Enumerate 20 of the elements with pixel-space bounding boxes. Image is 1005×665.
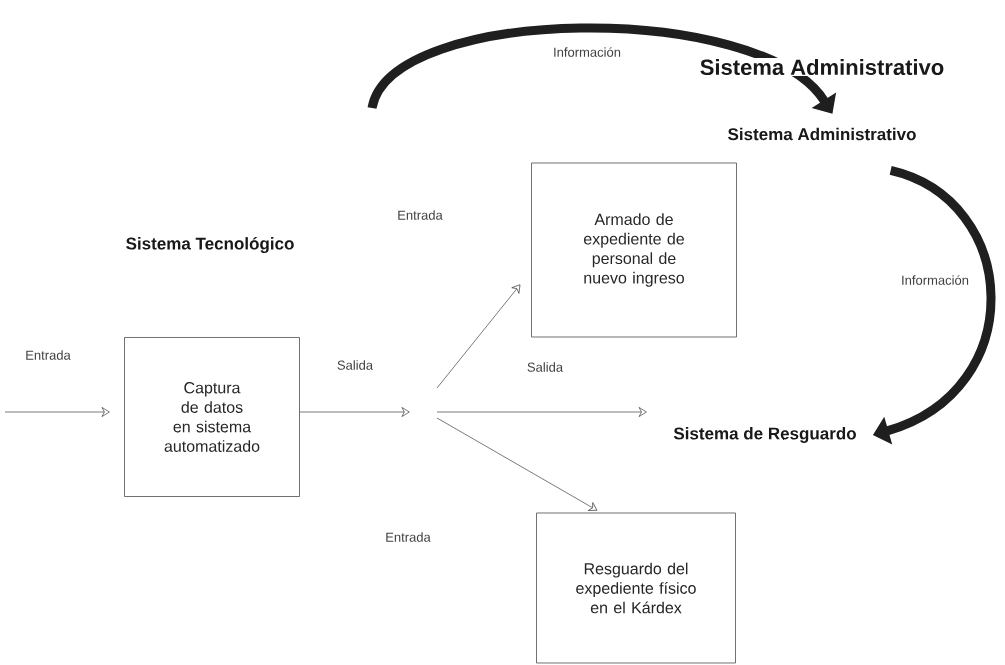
system-heading: Sistema de Resguardo — [671, 425, 859, 445]
flow-label: Entrada — [396, 209, 444, 221]
flow-label: Entrada — [24, 349, 72, 361]
arrow — [436, 407, 647, 417]
arrow — [436, 417, 598, 511]
edge-label: Información — [552, 46, 622, 58]
arrow — [436, 284, 521, 389]
flow-label: Salida — [335, 359, 375, 371]
arrow — [4, 407, 110, 417]
flow-label: Entrada — [384, 531, 432, 543]
process-box: Captura de datos en sistema automatizado — [124, 337, 300, 497]
edge-label: Información — [900, 274, 970, 286]
curved-arrow — [367, 23, 837, 114]
arrow — [299, 407, 410, 417]
system-title: Sistema Administrativo — [698, 57, 946, 77]
system-heading: Sistema Administrativo — [725, 125, 919, 143]
process-box: Resguardo del expediente físico en el Kárdex — [536, 512, 736, 664]
flow-label: Salida — [525, 361, 565, 373]
process-box: Armado de expediente de personal de nuevo ingreso — [531, 162, 737, 338]
system-heading: Sistema Tecnológico — [124, 235, 296, 255]
